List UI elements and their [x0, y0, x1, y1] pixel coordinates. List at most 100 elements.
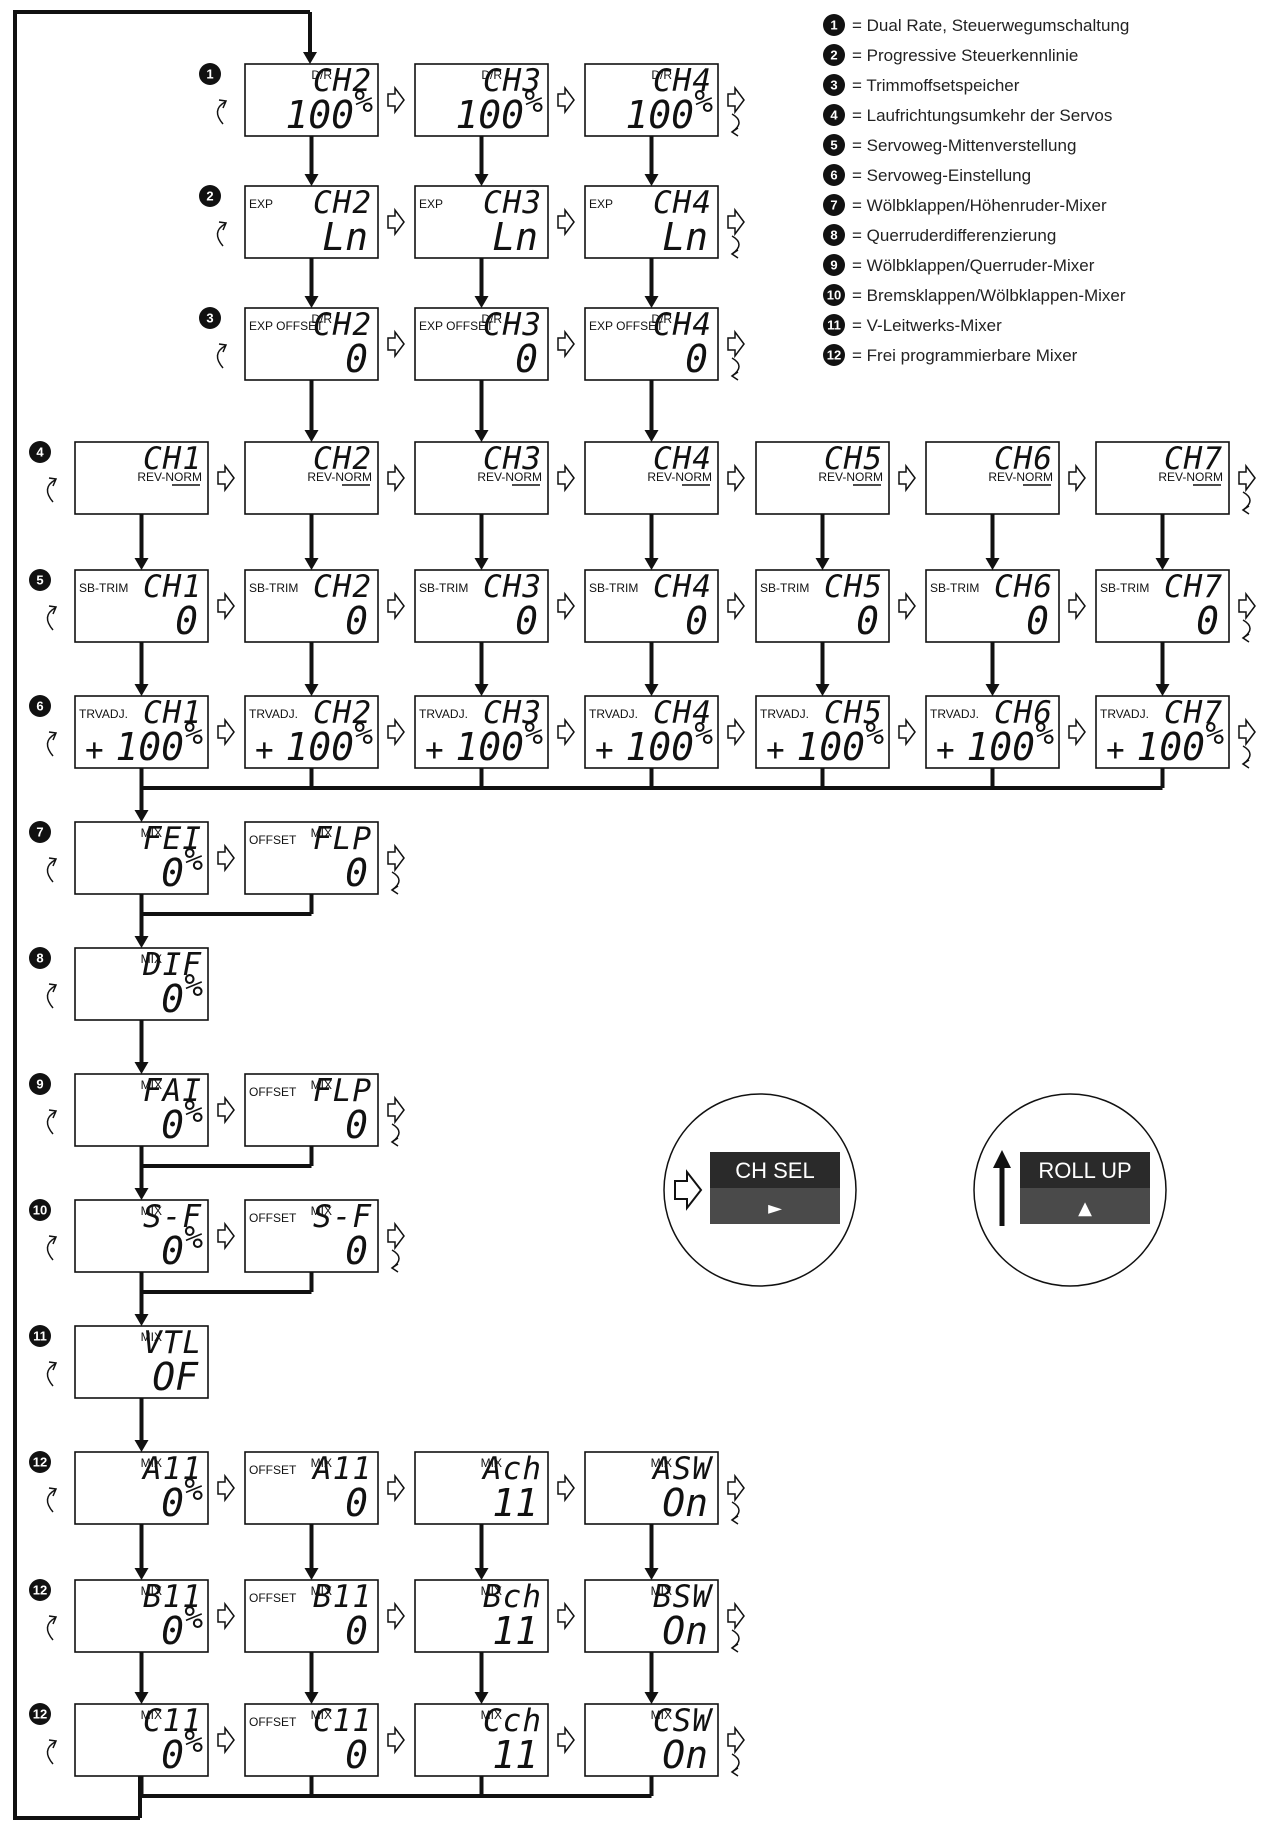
flow-arrow-head: [134, 558, 149, 570]
lcd-frame: [244, 821, 379, 895]
lcd-top-right-label: D/R: [481, 68, 502, 82]
lcd-top-left-label: OFFSET: [249, 1211, 297, 1225]
lcd-frame: [584, 185, 719, 259]
lcd-value: 0: [345, 1609, 368, 1653]
lcd-channel: C11: [313, 1703, 372, 1739]
legend-badge-8-number: 8: [830, 228, 837, 243]
lcd-screen-row5-2: TRVADJ.CH3+100%: [414, 695, 549, 769]
row-badge-1-circle: [199, 185, 221, 207]
lcd-value: 0: [345, 1733, 368, 1777]
next-screen-arrow-icon: [217, 717, 235, 747]
row-start-curl-icon-head: [48, 857, 58, 867]
flow-arrow-head: [644, 1568, 659, 1580]
lcd-top-right-label: MIX: [141, 1078, 162, 1092]
lcd-value: 100: [625, 725, 694, 769]
lcd-top-left-label: EXP: [589, 197, 613, 211]
flow-arrow-head: [644, 684, 659, 696]
lcd-channel: CH4: [653, 569, 712, 605]
lcd-frame: [584, 1579, 719, 1653]
legend-badge-12-number: 12: [827, 348, 841, 363]
row-badge-8-circle: [29, 1073, 51, 1095]
lcd-sign: +: [85, 732, 105, 768]
row-start-curl-icon-head: [48, 983, 58, 993]
flow-arrow-head: [644, 1692, 659, 1704]
flow-arrow-head: [474, 296, 489, 308]
lcd-top-left-label: SB-TRIM: [589, 581, 638, 595]
row-badge-10-number: 11: [33, 1329, 47, 1344]
lcd-top-right-label: MIX: [481, 1584, 502, 1598]
next-screen-arrow-icon: [898, 463, 916, 493]
lcd-top-left-label: TRVADJ.: [930, 707, 979, 721]
row-start-curl-icon: [46, 859, 56, 883]
lcd-top-left-label: TRVADJ.: [589, 707, 638, 721]
lcd-top-left-label: SB-TRIM: [930, 581, 979, 595]
flow-arrow-head: [134, 936, 149, 948]
lcd-percent: %: [865, 716, 885, 752]
next-screen-arrow-icon: [1068, 717, 1086, 747]
lcd-top-right-label: MIX: [651, 1584, 672, 1598]
next-screen-arrow-icon: [217, 1473, 235, 1503]
row-start-curl-icon-head: [48, 1235, 58, 1245]
lcd-percent: %: [694, 716, 714, 752]
lcd-value: Ln: [492, 215, 538, 259]
row-badge-3: 4: [29, 441, 51, 463]
lcd-frame: [584, 63, 719, 137]
lcd-frame: [244, 1199, 379, 1273]
lcd-channel: CH1: [143, 569, 202, 605]
lcd-value: 100: [796, 725, 865, 769]
lcd-top-left-label: OFFSET: [249, 1715, 297, 1729]
key-bottom: [710, 1188, 840, 1224]
key-top: [1020, 1152, 1150, 1188]
row-badge-9: 10: [29, 1199, 51, 1221]
lcd-channel: Cch: [483, 1703, 542, 1739]
lcd-rev-norm: REV-NORM: [818, 470, 883, 484]
lcd-frame: [414, 185, 549, 259]
lcd-channel: B11: [313, 1579, 372, 1615]
lcd-channel: CH5: [824, 441, 883, 477]
row-badge-3-number: 4: [36, 445, 44, 460]
row-end-arrow-icon: [1238, 591, 1256, 621]
next-screen-arrow-icon: [1068, 591, 1086, 621]
next-screen-arrow-icon: [217, 843, 235, 873]
row-badge-4: 5: [29, 569, 51, 591]
lcd-value: 0: [1026, 599, 1049, 643]
lcd-value: 0: [161, 851, 184, 895]
row-end-arrow-icon: [387, 1095, 405, 1125]
legend-badge-2-circle: [823, 44, 845, 66]
next-screen-arrow-icon: [557, 207, 575, 237]
flow-arrow-head: [134, 1692, 149, 1704]
lcd-channel: CH3: [483, 569, 542, 605]
lcd-top-left-label: TRVADJ.: [419, 707, 468, 721]
lcd-value: 0: [161, 1609, 184, 1653]
lcd-channel: CH2: [313, 307, 372, 343]
lcd-top-right-label: MIX: [481, 1708, 502, 1722]
lcd-channel: S-F: [143, 1199, 202, 1235]
row-end-arrow-icon: [1238, 463, 1256, 493]
flow-arrow-head: [474, 558, 489, 570]
row-badge-13-number: 12: [33, 1707, 47, 1722]
lcd-percent: %: [184, 1220, 204, 1256]
lcd-top-right-label: MIX: [651, 1708, 672, 1722]
lcd-percent: %: [184, 1094, 204, 1130]
row-end-curl-icon-head: [390, 1263, 399, 1273]
next-screen-arrow-icon: [387, 329, 405, 359]
legend-badge-2: 2: [823, 44, 845, 66]
lcd-value: 100: [625, 93, 694, 137]
flow-arrow-head: [644, 430, 659, 442]
row-end-arrow-icon: [387, 1221, 405, 1251]
lcd-percent: %: [184, 1472, 204, 1508]
lcd-percent: %: [184, 716, 204, 752]
key-label: ROLL UP: [1038, 1158, 1131, 1183]
row-start-curl-icon: [46, 607, 56, 631]
row-end-arrow-icon: [1238, 717, 1256, 747]
